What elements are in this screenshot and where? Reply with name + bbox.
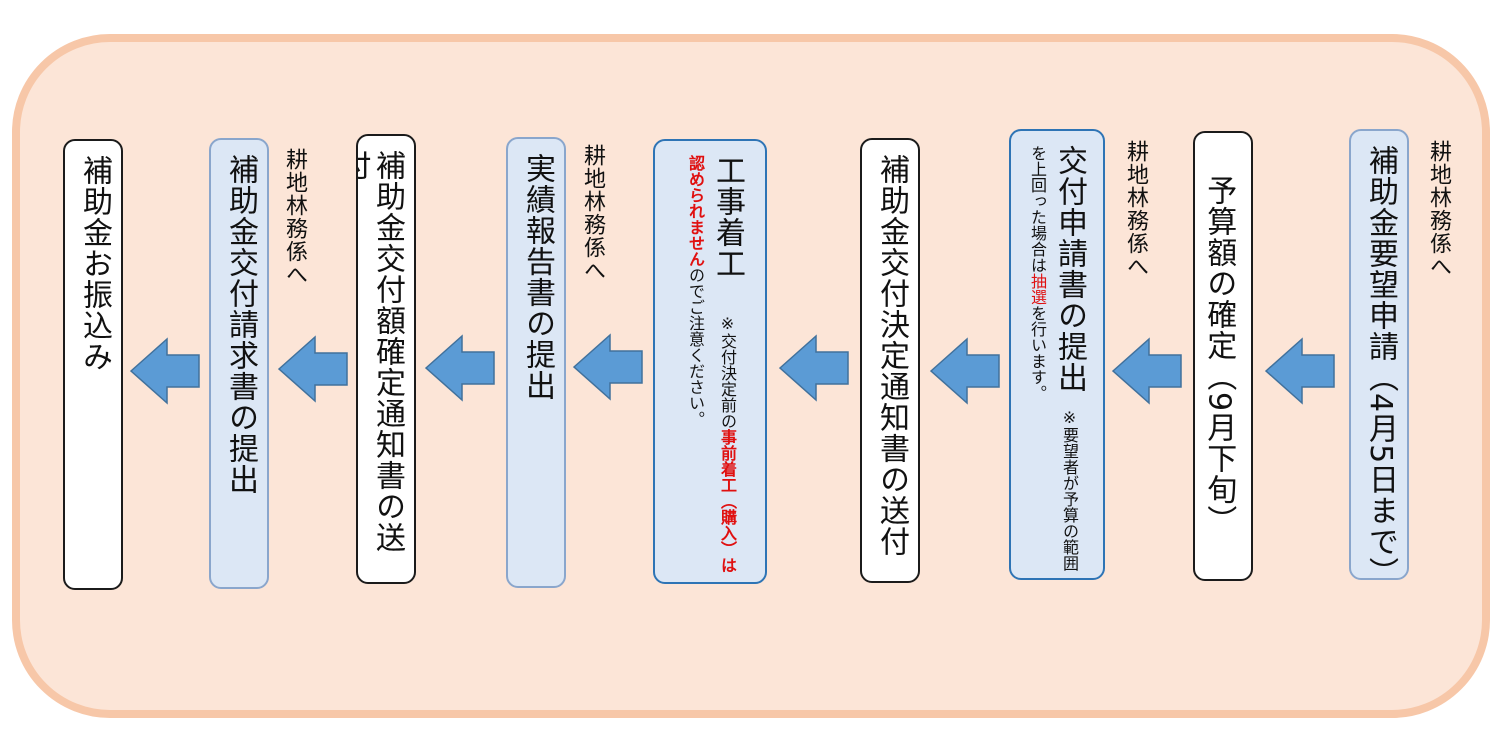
arrow-left-icon-6 xyxy=(424,334,495,402)
step-subsidy-request-text: 補助金要望申請（4月5日まで） xyxy=(1363,145,1398,580)
step-amount-notice-text: 補助金交付額確定通知書の送付 xyxy=(358,150,405,553)
step-subsidy-transfer-text: 補助金お振込み xyxy=(77,155,112,372)
step-performance-report-text: 実績報告書の提出 xyxy=(520,153,555,401)
step-construction-start: 工事着工 ※交付決定前の事前着工（購入）は認められませんのでご注意ください。 xyxy=(653,139,767,584)
arrow-left-icon-8 xyxy=(129,337,200,405)
side-label-office-3: 耕地林務係へ xyxy=(580,144,605,282)
arrow-left-icon-7 xyxy=(277,335,348,403)
step-payment-request-text: 補助金交付請求書の提出 xyxy=(223,154,258,495)
side-label-office-4: 耕地林務係へ xyxy=(282,148,307,286)
arrow-left-icon-2 xyxy=(1111,337,1182,405)
step-budget-confirm: 予算額の確定（9月下旬） xyxy=(1193,131,1253,581)
arrow-left-icon-4 xyxy=(778,334,849,402)
step-decision-notice: 補助金交付決定通知書の送付 xyxy=(860,138,920,583)
arrow-left-icon-3 xyxy=(929,337,1000,405)
step-grant-application: 交付申請書の提出 ※要望者が予算の範囲を上回った場合は抽選を行います。 xyxy=(1009,129,1105,580)
step-decision-notice-text: 補助金交付決定通知書の送付 xyxy=(874,154,909,557)
side-label-office-2: 耕地林務係へ xyxy=(1123,140,1148,278)
step-grant-application-note: ※要望者が予算の範囲を上回った場合は抽選を行います。 xyxy=(1028,145,1079,572)
side-label-office-1: 耕地林務係へ xyxy=(1426,140,1451,278)
step-subsidy-request: 補助金要望申請（4月5日まで） xyxy=(1349,129,1409,580)
step-grant-application-title: 交付申請書の提出 xyxy=(1052,145,1087,393)
step-amount-notice: 補助金交付額確定通知書の送付 xyxy=(356,134,416,584)
step-construction-start-note: ※交付決定前の事前着工（購入）は認められませんのでご注意ください。 xyxy=(686,155,737,574)
step-budget-confirm-text: 予算額の確定（9月下旬） xyxy=(1201,175,1237,537)
step-payment-request: 補助金交付請求書の提出 xyxy=(209,138,269,589)
arrow-left-icon-1 xyxy=(1264,337,1335,405)
step-construction-start-title: 工事着工 xyxy=(710,155,745,279)
step-performance-report: 実績報告書の提出 xyxy=(506,137,566,588)
arrow-left-icon-5 xyxy=(572,333,643,401)
step-subsidy-transfer: 補助金お振込み xyxy=(63,139,123,590)
